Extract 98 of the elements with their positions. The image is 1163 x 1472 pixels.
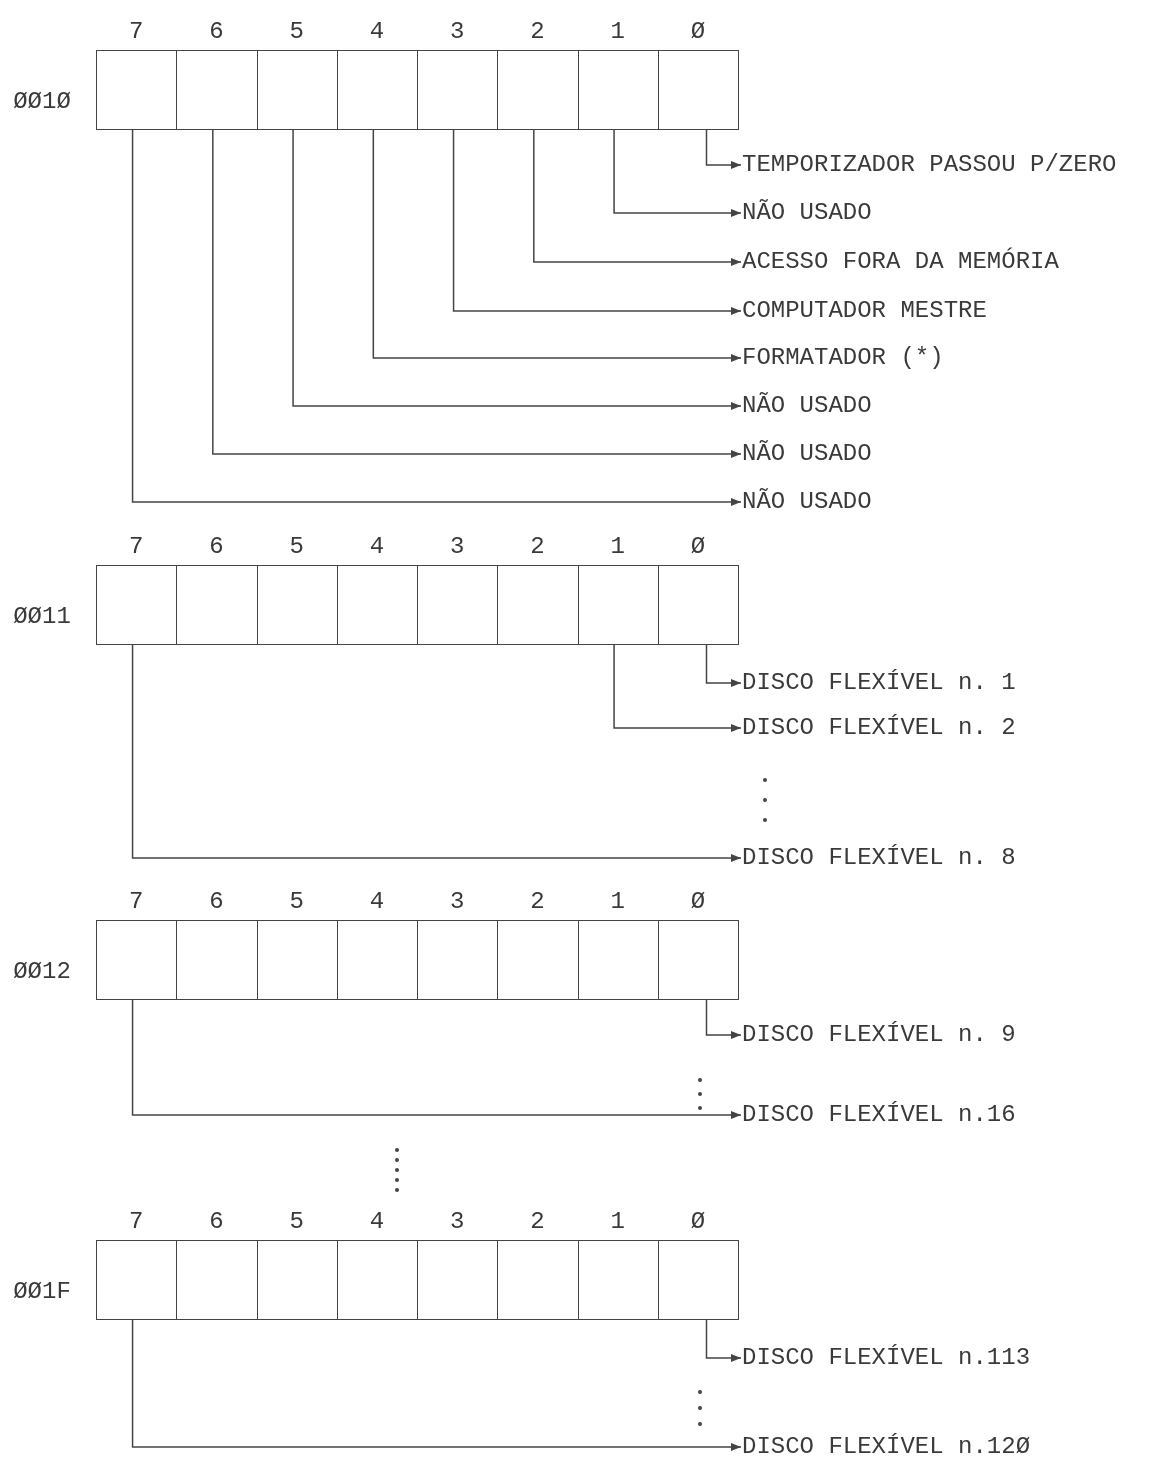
bit-number: 6 (209, 532, 224, 562)
connector-arrow (705, 644, 742, 688)
bit-number: 7 (128, 532, 144, 562)
bit-number: Ø (690, 17, 706, 47)
connector-arrow (533, 129, 742, 267)
connector-arrow (705, 999, 742, 1040)
bit-description: NÃO USADO (742, 198, 872, 228)
register-bit-cell (497, 920, 579, 1000)
bit-number: 4 (369, 887, 385, 917)
bit-description: TEMPORIZADOR PASSOU P/ZERO (742, 150, 1117, 180)
bit-number: Ø (690, 1207, 706, 1237)
bit-number: 1 (610, 532, 625, 562)
connector-arrow (705, 129, 742, 170)
register-bit-cell (336, 920, 418, 1000)
register-bit-cell (577, 920, 659, 1000)
register-address: ØØ1Ø (13, 87, 71, 117)
bit-description: COMPUTADOR MESTRE (742, 296, 987, 326)
bit-number: 1 (610, 17, 625, 47)
bit-number: 1 (610, 887, 625, 917)
register-bit-cell (96, 1240, 178, 1320)
register-address: ØØ1F (13, 1277, 71, 1307)
bit-description: ACESSO FORA DA MEMÓRIA (742, 247, 1059, 277)
bit-number: 4 (369, 1207, 385, 1237)
bit-number: 2 (530, 1207, 545, 1237)
register-bit-cell (577, 565, 659, 645)
register-bit-cell (497, 1240, 579, 1320)
register-bit-cell (657, 565, 739, 645)
register-bit-cell (176, 1240, 258, 1320)
bit-number: 5 (289, 887, 304, 917)
register-bit-cell (417, 50, 499, 130)
bit-number: 2 (530, 887, 545, 917)
bit-number: 5 (289, 1207, 304, 1237)
register-bit-cell (96, 920, 178, 1000)
bit-description: DISCO FLEXÍVEL n.113 (742, 1343, 1031, 1373)
register-bit-cell (176, 920, 258, 1000)
bit-number: Ø (690, 887, 706, 917)
register-bit-cell (336, 1240, 418, 1320)
register-bit-cell (336, 565, 418, 645)
bit-number: 3 (449, 887, 465, 917)
bit-number: 1 (610, 1207, 625, 1237)
bit-number: 7 (128, 887, 144, 917)
register-bit-cell (497, 565, 579, 645)
register-bit-cell (256, 1240, 338, 1320)
connector-arrow (212, 129, 742, 459)
bit-description: DISCO FLEXÍVEL n. 8 (742, 843, 1016, 873)
connector-arrow (131, 1319, 742, 1452)
bit-number: Ø (690, 532, 706, 562)
register-bit-cell (256, 50, 338, 130)
bit-number: 2 (530, 532, 545, 562)
bit-number: 3 (449, 1207, 465, 1237)
register-bit-cell (417, 920, 499, 1000)
connector-arrow (452, 129, 742, 316)
bit-description: NÃO USADO (742, 391, 872, 421)
bit-description: DISCO FLEXÍVEL n.12Ø (742, 1432, 1031, 1462)
connector-arrow (131, 644, 742, 863)
bit-number: 7 (128, 17, 144, 47)
connector-arrow (372, 129, 742, 363)
bit-description: NÃO USADO (742, 487, 872, 517)
bit-description: DISCO FLEXÍVEL n. 1 (742, 668, 1016, 698)
register-address: ØØ12 (13, 957, 71, 987)
register-bit-cell (657, 50, 739, 130)
bit-number: 5 (289, 532, 304, 562)
register-address: ØØ11 (13, 602, 71, 632)
bit-number: 2 (530, 17, 545, 47)
bit-number: 3 (449, 17, 465, 47)
register-bit-cell (336, 50, 418, 130)
register-bit-cell (497, 50, 579, 130)
bit-number: 3 (449, 532, 465, 562)
connector-arrow (131, 999, 742, 1120)
register-bit-cell (96, 50, 178, 130)
bit-description: DISCO FLEXÍVEL n. 2 (742, 713, 1016, 743)
bit-description: DISCO FLEXÍVEL n. 9 (742, 1020, 1016, 1050)
connector-arrow (613, 644, 742, 733)
register-bit-cell (96, 565, 178, 645)
register-bit-cell (417, 565, 499, 645)
bit-number: 4 (369, 17, 385, 47)
bit-number: 7 (128, 1207, 144, 1237)
bit-number: 6 (209, 1207, 224, 1237)
bit-description: FORMATADOR (*) (742, 343, 944, 373)
connector-arrow (131, 129, 742, 507)
register-bit-cell (176, 50, 258, 130)
connector-arrow (705, 1319, 742, 1363)
register-bit-cell (256, 565, 338, 645)
register-bit-cell (577, 50, 659, 130)
register-bit-cell (176, 565, 258, 645)
bit-number: 4 (369, 532, 385, 562)
bit-description: DISCO FLEXÍVEL n.16 (742, 1100, 1016, 1130)
connector-arrow (613, 129, 742, 218)
register-bit-cell (657, 920, 739, 1000)
bit-number: 6 (209, 17, 224, 47)
bit-number: 5 (289, 17, 304, 47)
bit-number: 6 (209, 887, 224, 917)
bit-description: NÃO USADO (742, 439, 872, 469)
connector-arrow (292, 129, 742, 411)
register-bit-cell (577, 1240, 659, 1320)
register-bit-cell (657, 1240, 739, 1320)
register-bit-cell (417, 1240, 499, 1320)
register-bit-cell (256, 920, 338, 1000)
